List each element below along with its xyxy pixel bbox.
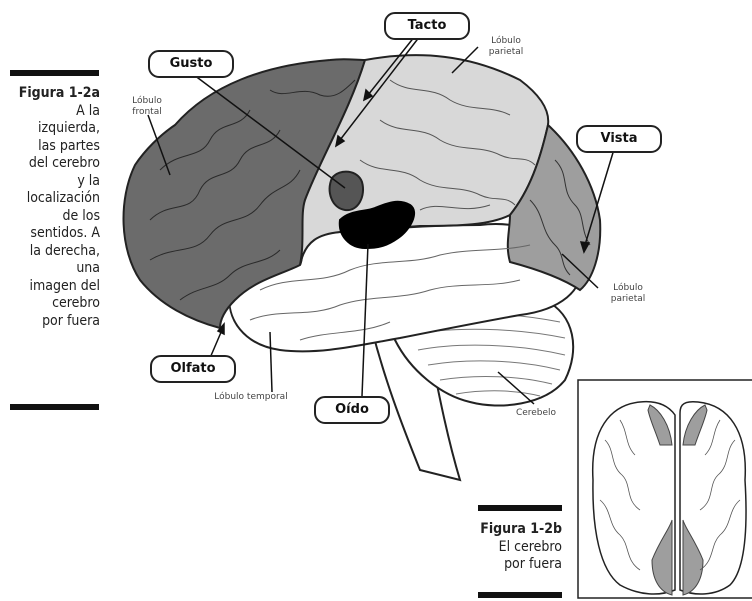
caption-line: cerebro [6,295,100,313]
caption-line: del cerebro [6,155,100,173]
gusto-region [330,172,363,211]
caption-b-bottom-bar [478,592,562,598]
caption-line: A la [6,103,100,121]
label-lobulo-frontal: Lóbulo frontal [122,96,172,118]
caption-top-bar [10,70,99,76]
caption-bottom-bar [10,404,99,410]
top-view-brain [593,402,746,595]
figure-1-2a-title: Figura 1-2a [6,85,100,103]
caption-line: y la [6,173,100,191]
caption-line: de los [6,208,100,226]
label-oido: Oído [314,396,390,424]
caption-line: imagen del [6,278,100,296]
label-lobulo-temporal: Lóbulo temporal [196,392,306,403]
label-lobulo-parietal-right: Lóbulo parietal [598,283,658,305]
figure-1-2b-caption: Figura 1-2b El cerebro por fuera [462,521,562,574]
label-vista: Vista [576,125,662,153]
caption-line: El cerebro [462,539,562,557]
caption-line: la derecha, [6,243,100,261]
caption-line: por fuera [6,313,100,331]
figure-1-2a-caption: Figura 1-2a A la izquierda, las partes d… [6,85,100,330]
figure-1-2b-title: Figura 1-2b [462,521,562,539]
caption-line: sentidos. A [6,225,100,243]
label-gusto: Gusto [148,50,234,78]
caption-line: las partes [6,138,100,156]
label-tacto: Tacto [384,12,470,40]
caption-line: localización [6,190,100,208]
caption-line: una [6,260,100,278]
label-olfato: Olfato [150,355,236,383]
caption-line: por fuera [462,556,562,574]
caption-line: izquierda, [6,120,100,138]
caption-b-top-bar [478,505,562,511]
label-cerebelo: Cerebelo [506,408,566,419]
label-lobulo-parietal-top: Lóbulo parietal [476,36,536,58]
